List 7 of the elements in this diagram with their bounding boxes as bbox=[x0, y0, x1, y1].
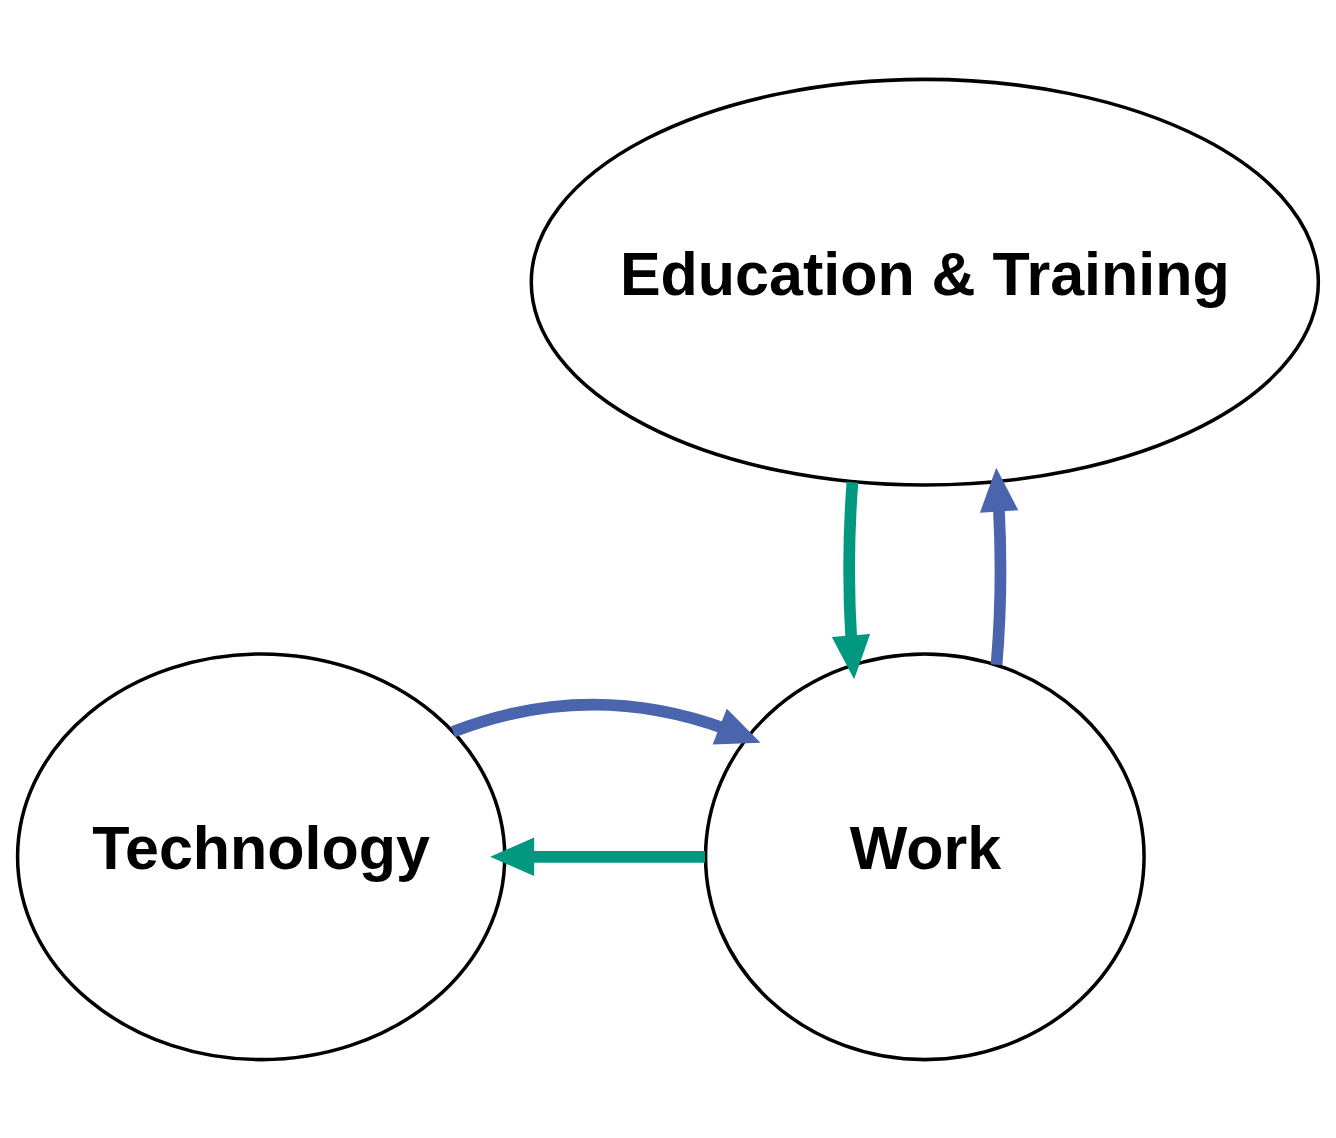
arrow bbox=[451, 698, 761, 744]
node-ellipse: Education & Training bbox=[529, 77, 1321, 487]
node-ellipse: Technology bbox=[15, 651, 507, 1061]
arrow bbox=[831, 481, 871, 679]
arrow bbox=[979, 467, 1019, 665]
arrow bbox=[490, 837, 705, 876]
node-circle: Work bbox=[703, 651, 1146, 1061]
